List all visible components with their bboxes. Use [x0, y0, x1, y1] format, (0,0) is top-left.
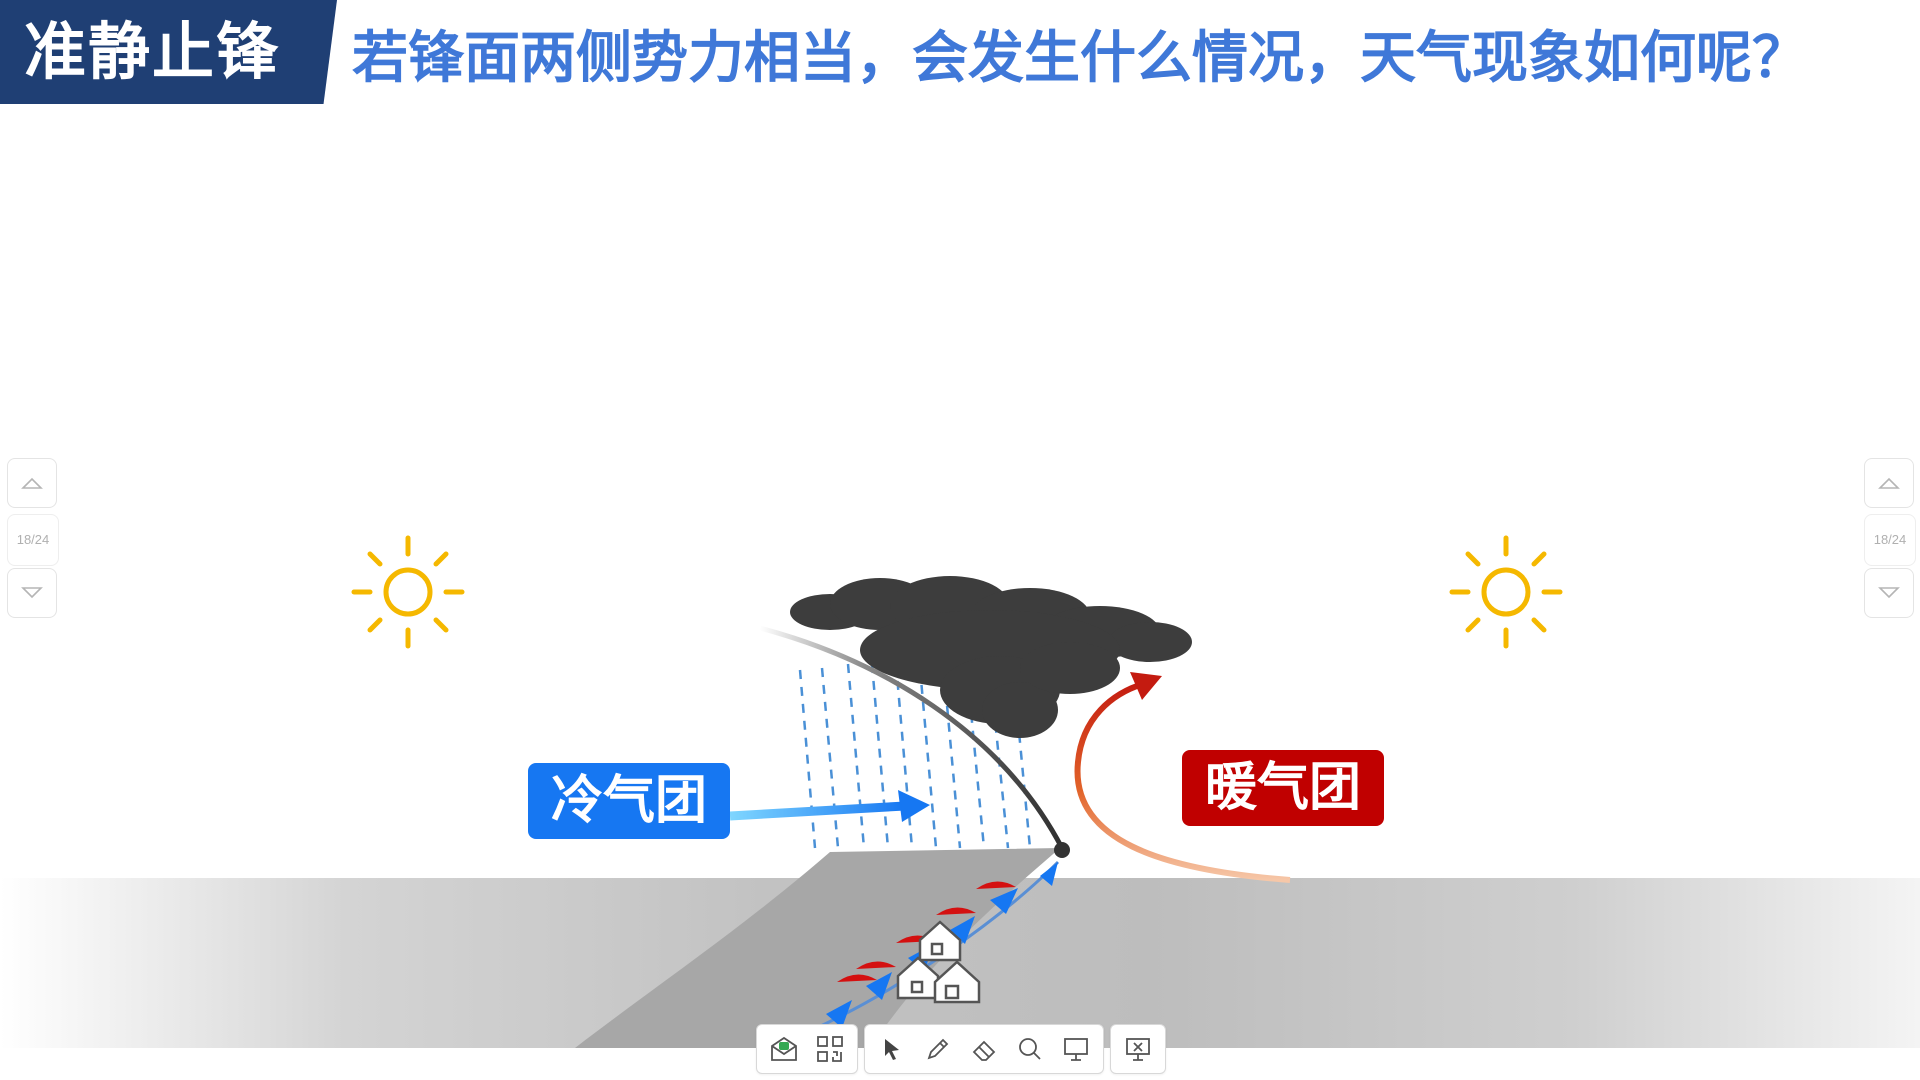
- toolbar-group-exit: [1110, 1024, 1166, 1074]
- toolbar-group-share: [756, 1024, 858, 1074]
- slide-title: 准静止锋: [24, 15, 281, 88]
- eraser-tool-button[interactable]: [963, 1028, 1005, 1070]
- sun-icon-right: [1449, 535, 1563, 649]
- next-page-button[interactable]: [7, 568, 57, 618]
- front-surface-line: [759, 625, 1065, 850]
- warm-air-arrow: [1074, 672, 1291, 883]
- front-ground-wedge: [575, 848, 1060, 1048]
- chevron-up-icon: [1878, 477, 1900, 489]
- chevron-down-icon: [21, 587, 43, 599]
- pen-tool-button[interactable]: [917, 1028, 959, 1070]
- pointer-tool-button[interactable]: [871, 1028, 913, 1070]
- chevron-up-icon: [21, 477, 43, 489]
- cold-air-arrow: [729, 790, 930, 822]
- title-badge: [0, 0, 337, 104]
- slide-question: 若锋面两侧势力相当，会发生什么情况，天气现象如何呢？: [352, 26, 1808, 91]
- toolbar-group-tools: [864, 1024, 1104, 1074]
- mail-button[interactable]: [763, 1028, 805, 1070]
- chevron-down-icon: [1878, 587, 1900, 599]
- cold-air-mass-label: 冷气团: [528, 763, 730, 839]
- storm-cloud: [790, 576, 1192, 738]
- pen-icon: [927, 1038, 949, 1060]
- qr-code-icon: [817, 1036, 843, 1062]
- eraser-icon: [972, 1040, 996, 1061]
- sun-icon-left: [351, 535, 465, 649]
- prev-page-button[interactable]: [7, 458, 57, 508]
- zoom-tool-button[interactable]: [1009, 1028, 1051, 1070]
- zoom-icon: [1019, 1038, 1041, 1060]
- mail-icon: [771, 1036, 797, 1061]
- presentation-toolbar: [756, 1024, 1166, 1074]
- next-page-button-right[interactable]: [1864, 568, 1914, 618]
- page-counter: 18/24: [7, 514, 59, 566]
- rain-streaks: [798, 663, 1032, 849]
- exit-presentation-button[interactable]: [1117, 1028, 1159, 1070]
- page-counter-right: 18/24: [1864, 514, 1916, 566]
- front-point: [1054, 842, 1070, 858]
- cursor-icon: [885, 1039, 899, 1060]
- houses-icon: [896, 920, 981, 1004]
- prev-page-button-right[interactable]: [1864, 458, 1914, 508]
- qr-code-button[interactable]: [809, 1028, 851, 1070]
- close-presentation-icon: [1126, 1038, 1150, 1061]
- screen-tool-button[interactable]: [1055, 1028, 1097, 1070]
- right-page-navigator: 18/24: [1864, 458, 1916, 618]
- warm-air-mass-label: 暖气团: [1182, 750, 1384, 826]
- screen-icon: [1064, 1038, 1088, 1061]
- left-page-navigator: 18/24: [7, 458, 59, 618]
